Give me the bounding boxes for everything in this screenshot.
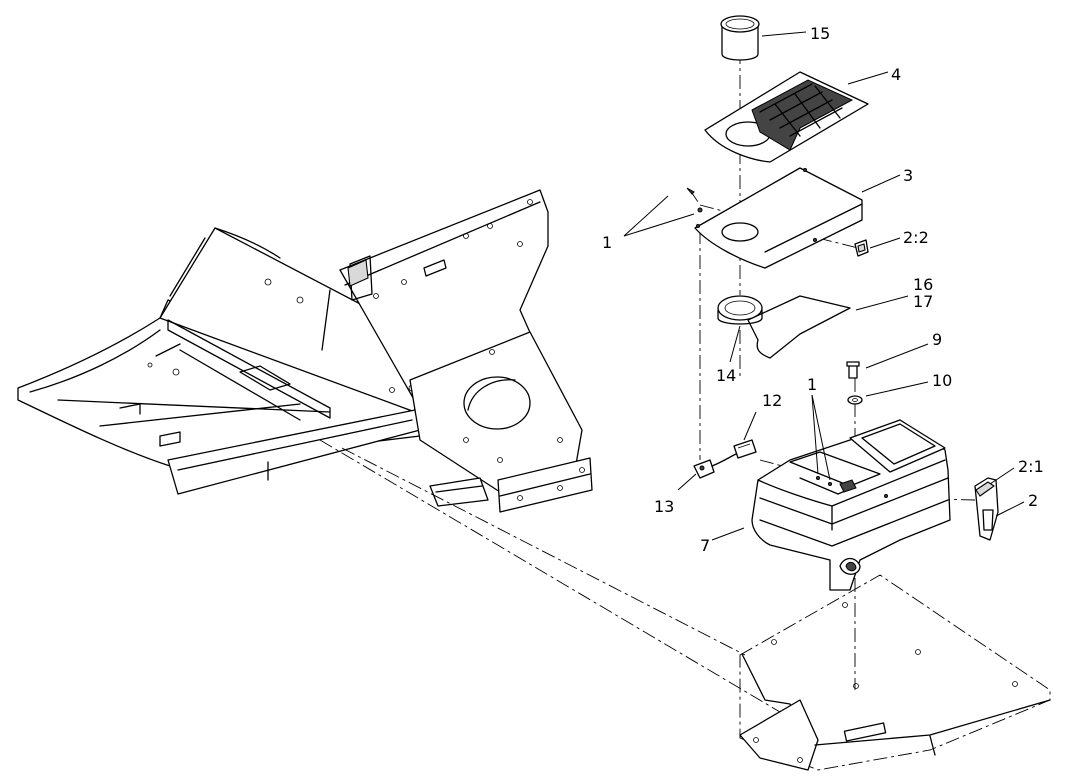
callout-14: 14 — [716, 366, 736, 385]
part-1-screws-upper — [686, 187, 703, 213]
callout-3: 3 — [903, 166, 913, 185]
part-2-side-clip — [974, 477, 999, 541]
part-16-17-mat — [747, 295, 851, 359]
callout-13: 13 — [654, 497, 674, 516]
part-7-console — [751, 419, 951, 591]
callout-9: 9 — [932, 330, 942, 349]
part-2-2-clip — [854, 239, 869, 257]
part-3-top-cover — [694, 167, 863, 269]
callout-2: 2 — [1028, 491, 1038, 510]
callout-2-1: 2:1 — [1018, 457, 1044, 476]
callout-1-upper: 1 — [602, 233, 612, 252]
callout-7: 7 — [700, 536, 710, 555]
callout-4: 4 — [891, 65, 901, 84]
leader-lines — [623, 31, 1025, 541]
callout-12: 12 — [762, 391, 782, 410]
callouts: 15 4 3 1 2:2 16 17 14 9 10 1 12 13 2:1 2… — [602, 24, 1044, 555]
part-13-connector — [693, 453, 737, 479]
callout-17: 17 — [913, 292, 933, 311]
callout-1-lower: 1 — [807, 375, 817, 394]
frame-assembly — [17, 189, 593, 513]
part-10-washer — [847, 395, 863, 405]
part-15-cup-holder — [720, 15, 760, 61]
part-12-switch — [733, 439, 757, 459]
part-4-decal — [704, 71, 869, 163]
callout-10: 10 — [932, 371, 952, 390]
part-14-ring — [717, 295, 763, 325]
callout-15: 15 — [810, 24, 830, 43]
callout-16: 16 — [913, 275, 933, 294]
floor-plate — [739, 574, 1051, 771]
callout-2-2: 2:2 — [903, 228, 929, 247]
part-9-bolt — [846, 361, 860, 379]
